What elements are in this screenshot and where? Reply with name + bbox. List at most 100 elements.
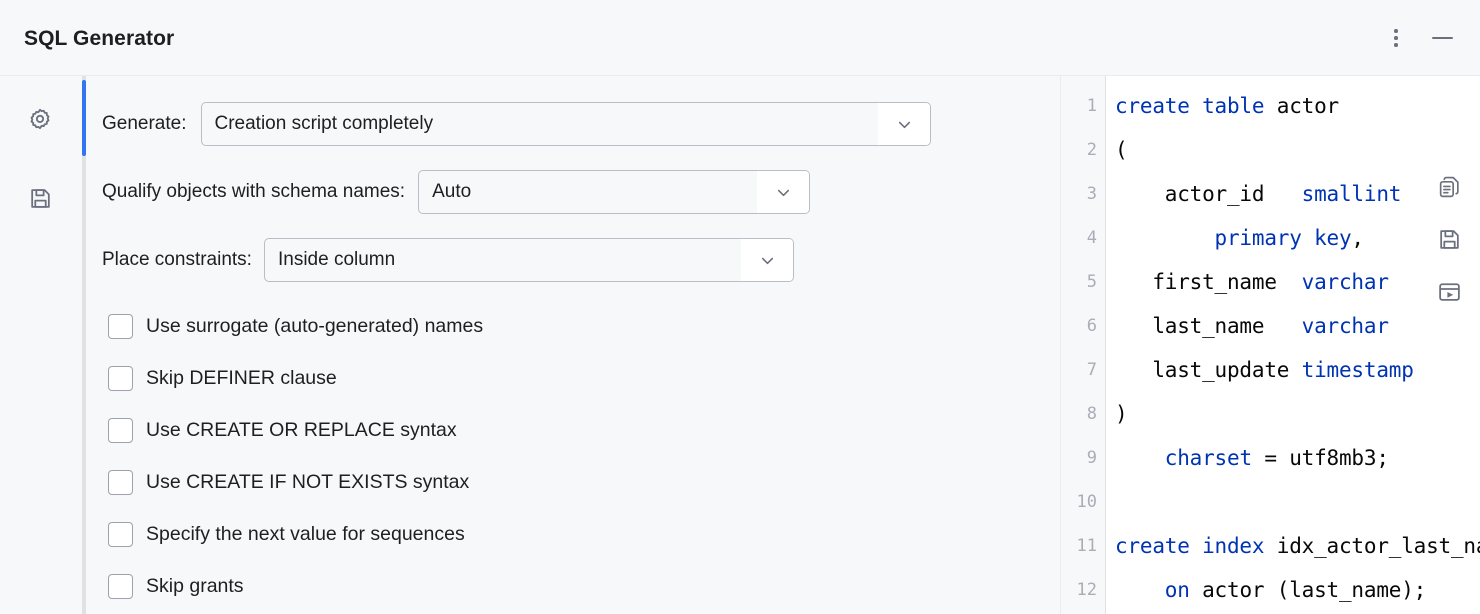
line-number: 2 (1086, 140, 1097, 160)
checkbox-label: Skip grants (146, 574, 244, 597)
kebab-menu-icon (1394, 29, 1398, 47)
label-qualify-objects: Qualify objects with schema names: (102, 181, 406, 202)
sql-text: actor (1264, 94, 1339, 118)
line-number: 8 (1086, 404, 1097, 424)
sql-keyword: varchar (1301, 270, 1389, 294)
editor-code-area[interactable]: create table actor ( actor_id smallint pr… (1107, 76, 1480, 614)
chevron-down-icon (757, 171, 810, 213)
save-settings-button[interactable] (22, 180, 58, 216)
field-row-generate: Generate: Creation script completely (102, 102, 931, 146)
line-number: 3 (1086, 184, 1097, 204)
checkbox-create-or-replace[interactable] (108, 417, 133, 443)
code-line: last_update timestamp (1115, 348, 1414, 392)
place-constraints-dropdown[interactable]: Inside column (263, 238, 794, 282)
field-row-qualify-objects: Qualify objects with schema names: Auto (102, 170, 811, 214)
sql-text: last_name (1115, 314, 1302, 338)
code-line: create table actor (1115, 84, 1339, 128)
label-generate: Generate: (102, 113, 187, 134)
gear-icon (30, 108, 50, 130)
generate-dropdown-value: Creation script completely (214, 113, 434, 134)
line-number: 12 (1076, 580, 1097, 600)
sql-keyword: create table (1115, 94, 1265, 118)
code-line: ) (1115, 392, 1128, 436)
line-number: 7 (1086, 360, 1097, 380)
code-line: create index idx_actor_last_name (1115, 524, 1480, 568)
open-in-console-button[interactable] (1430, 272, 1468, 310)
code-line: last_name varchar (1115, 304, 1389, 348)
code-line: ( (1115, 128, 1128, 172)
line-number: 11 (1076, 536, 1097, 556)
sql-text (1115, 226, 1215, 250)
qualify-objects-dropdown[interactable]: Auto (418, 170, 811, 214)
minimize-icon (1431, 37, 1453, 39)
sql-text: idx_actor_last_name (1276, 534, 1480, 558)
checkbox-skip-grants[interactable] (108, 573, 133, 599)
checkbox-create-if-not-exists[interactable] (108, 469, 133, 495)
sql-keyword: primary key (1214, 226, 1352, 250)
floppy-disk-icon (30, 188, 50, 208)
checkbox-row-create-if-not-exists[interactable]: Use CREATE IF NOT EXISTS syntax (108, 456, 1008, 508)
titlebar-actions (1378, 0, 1460, 76)
sql-text: first_name (1115, 270, 1302, 294)
code-line: charset = utf8mb3; (1115, 436, 1389, 480)
line-number: 4 (1086, 228, 1097, 248)
sql-keyword: charset (1164, 446, 1252, 470)
checkbox-label: Skip DEFINER clause (146, 366, 337, 389)
sql-text: = utf8mb3; (1251, 446, 1389, 470)
checkbox-next-value-sequences[interactable] (108, 521, 133, 547)
checkbox-label: Use CREATE OR REPLACE syntax (146, 418, 457, 441)
label-place-constraints: Place constraints: (102, 249, 252, 270)
chevron-down-icon (740, 239, 793, 281)
editor-toolbar (1430, 168, 1468, 310)
page-title: SQL Generator (24, 27, 175, 50)
checkbox-label: Use CREATE IF NOT EXISTS syntax (146, 470, 470, 493)
floppy-disk-icon (1439, 229, 1459, 249)
sql-text: actor (last_name); (1189, 578, 1427, 602)
checkbox-label: Specify the next value for sequences (146, 522, 465, 545)
checkbox-row-skip-grants[interactable]: Skip grants (108, 560, 1008, 612)
sql-keyword: on (1164, 578, 1190, 602)
sql-text: ( (1115, 138, 1128, 162)
qualify-objects-dropdown-value: Auto (432, 181, 472, 202)
checkbox-row-next-value-sequences[interactable]: Specify the next value for sequences (108, 508, 1008, 560)
sql-text: last_update (1115, 358, 1302, 382)
checkbox-skip-definer-clause[interactable] (108, 365, 133, 391)
save-to-file-button[interactable] (1430, 220, 1468, 258)
checkbox-row-skip-definer-clause[interactable]: Skip DEFINER clause (108, 352, 1008, 404)
code-line: first_name varchar (1115, 260, 1389, 304)
line-number: 1 (1086, 96, 1097, 116)
minimize-button[interactable] (1424, 20, 1460, 56)
sql-keyword: create index (1115, 534, 1265, 558)
code-line: actor_id smallint (1115, 172, 1402, 216)
line-number: 6 (1086, 316, 1097, 336)
sql-keyword: smallint (1301, 182, 1402, 206)
field-row-place-constraints: Place constraints: Inside column (102, 238, 794, 282)
sql-text: ) (1115, 402, 1128, 426)
kebab-menu-button[interactable] (1378, 20, 1414, 56)
line-number: 5 (1086, 272, 1097, 292)
copy-to-clipboard-button[interactable] (1430, 168, 1468, 206)
sql-text (1115, 578, 1165, 602)
sql-text (1115, 446, 1165, 470)
code-line: primary key, (1115, 216, 1365, 260)
chevron-down-icon (877, 103, 930, 145)
copy-icon (1439, 176, 1459, 197)
line-number: 9 (1086, 448, 1097, 468)
options-form-panel: Generate: Creation script completely Qua… (80, 76, 1060, 614)
sql-keyword: timestamp (1301, 358, 1414, 382)
left-icon-rail (0, 76, 80, 614)
sql-text: , (1351, 226, 1364, 250)
place-constraints-dropdown-value: Inside column (277, 249, 396, 270)
checkbox-row-use-surrogate-names[interactable]: Use surrogate (auto-generated) names (108, 300, 1008, 352)
checkbox-row-create-or-replace[interactable]: Use CREATE OR REPLACE syntax (108, 404, 1008, 456)
line-number: 10 (1076, 492, 1097, 512)
checkbox-use-surrogate-names[interactable] (108, 313, 133, 339)
generate-dropdown[interactable]: Creation script completely (200, 102, 931, 146)
sql-text: actor_id (1115, 182, 1302, 206)
checkbox-label: Use surrogate (auto-generated) names (146, 314, 484, 337)
settings-button[interactable] (22, 102, 58, 138)
open-in-console-icon (1438, 282, 1460, 301)
